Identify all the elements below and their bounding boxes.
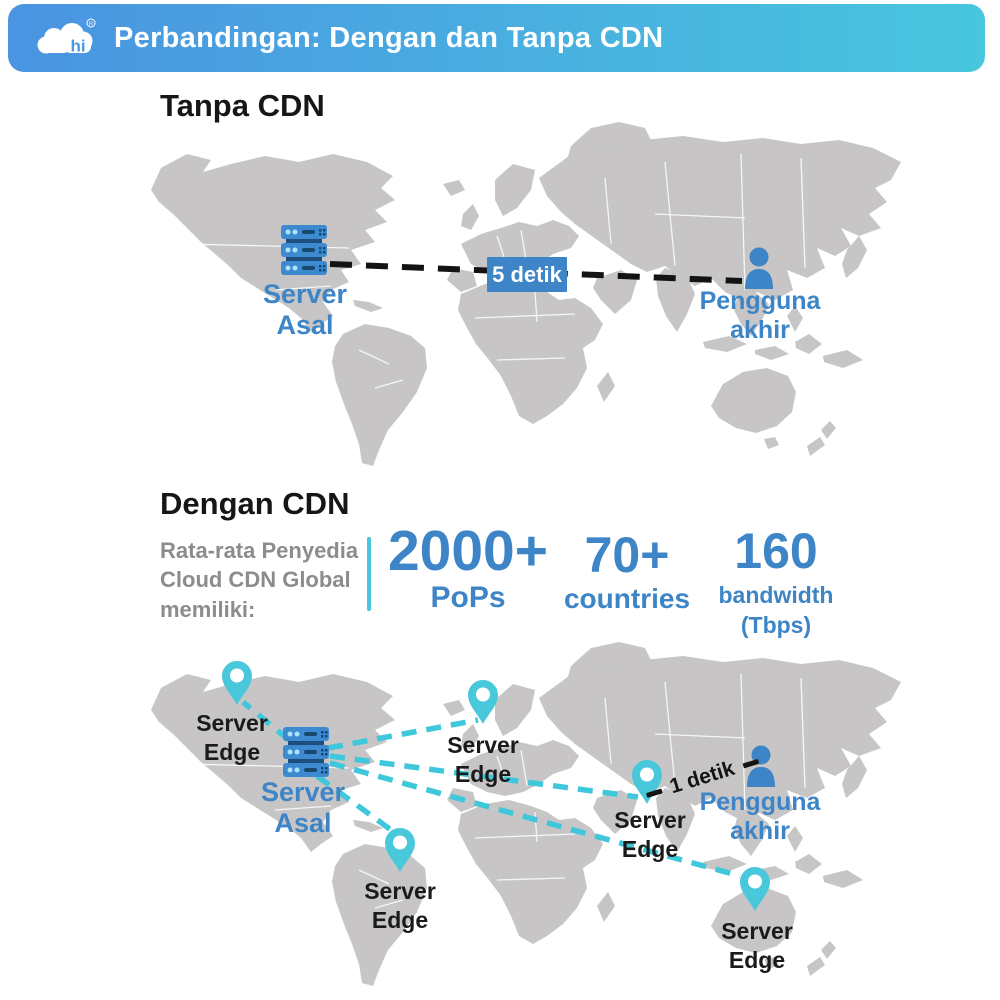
registered-mark: R — [89, 22, 93, 28]
edge-pin-icon-alaska — [222, 661, 252, 705]
origin-server-icon-cdn — [283, 727, 329, 777]
stats-subtitle: Rata-rata Penyedia Cloud CDN Global memi… — [160, 538, 359, 622]
edge-server-label-asia: Server Edge — [614, 807, 686, 862]
edge-server-label-europe: Server Edge — [447, 732, 519, 787]
stat-pops-value: 2000+ — [387, 519, 549, 583]
cloud-logo-text: hi — [70, 37, 85, 56]
page-title: Perbandingan: Dengan dan Tanpa CDN — [114, 21, 664, 54]
latency-dash-left — [645, 787, 663, 798]
tanpa-cdn-heading: Tanpa CDN — [160, 88, 325, 123]
edge-server-label-australia: Server Edge — [721, 918, 793, 973]
edge-pin-icon-southamerica — [385, 828, 415, 872]
latency-badge-text: 5 detik — [492, 261, 562, 287]
stat-countries-value: 70+ — [584, 527, 670, 583]
edge-server-label-alaska: Server Edge — [196, 710, 268, 765]
origin-server-label: Server Asal — [262, 279, 348, 340]
header-bar: hi R Perbandingan: Dengan dan Tanpa CDN — [8, 4, 985, 72]
edge-pin-icon-europe — [468, 680, 498, 724]
dengan-cdn-heading: Dengan CDN — [160, 486, 350, 521]
end-user-icon — [745, 247, 773, 289]
stat-pops-label: PoPs — [430, 581, 506, 614]
edge-server-label-southamerica: Server Edge — [364, 878, 436, 933]
stat-bandwidth-value: 160 — [734, 523, 818, 579]
edge-pin-icon-australia — [740, 867, 770, 911]
stat-bandwidth-label: bandwidth (Tbps) — [718, 582, 834, 638]
latency-dash-right — [741, 758, 759, 769]
origin-server-icon — [281, 225, 327, 275]
latency-badge: 5 detik — [487, 257, 567, 292]
end-user-label-cdn: Pengguna akhir — [699, 788, 821, 845]
stat-countries-label: countries — [563, 583, 691, 614]
origin-server-label-cdn: Server Asal — [260, 777, 346, 838]
cloud-logo-icon: hi R — [37, 18, 96, 56]
end-user-label: Pengguna akhir — [699, 287, 821, 344]
stats-divider — [367, 537, 371, 611]
